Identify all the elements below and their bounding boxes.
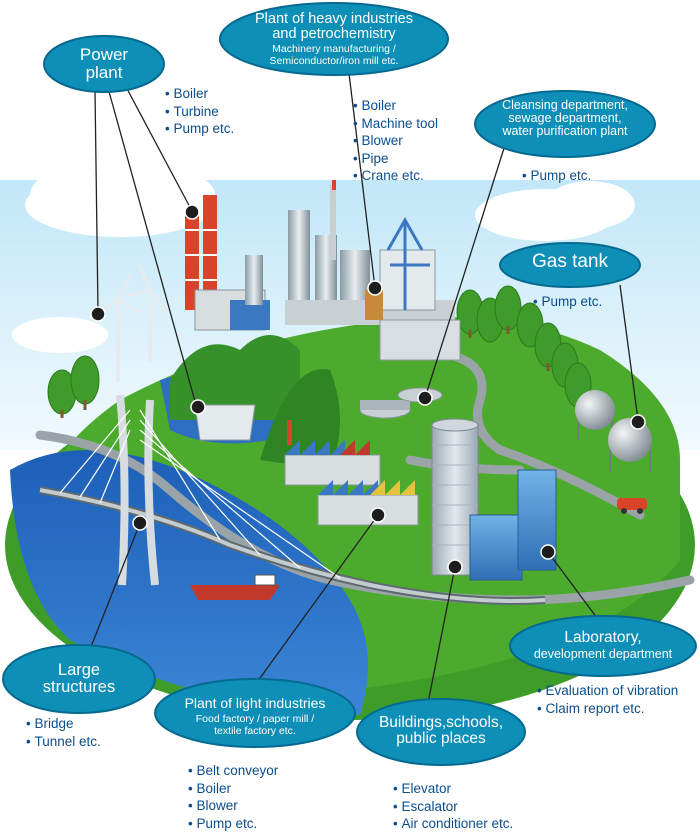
power-plant-title-1: Power	[79, 45, 129, 64]
buildings-bubble	[356, 698, 526, 766]
power-plant-structures	[185, 195, 270, 331]
power-plant-title-2: plant	[85, 62, 123, 82]
cleansing-list: Pump etc.	[522, 167, 591, 185]
light-industry-factories	[284, 420, 419, 526]
marker-water-plant	[417, 390, 433, 406]
list-item: Boiler	[188, 780, 278, 798]
cloud-low	[12, 317, 108, 353]
list-item: Machine tool	[353, 115, 438, 133]
list-item: Turbine	[165, 103, 234, 121]
laboratory-bubble	[509, 615, 697, 677]
heavy-industries-sub-1: Machinery manufacturing /	[272, 43, 396, 56]
marker-gas-tank	[630, 414, 646, 430]
large-structures-list: Bridge Tunnel etc.	[26, 715, 101, 751]
light-industries-list: Belt conveyor Boiler Blower Pump etc.	[188, 762, 278, 832]
list-item: Claim report etc.	[537, 700, 678, 718]
list-item: Air conditioner etc.	[393, 815, 513, 833]
heavy-industries-sub-2: Semiconductor/iron mill etc.	[269, 55, 399, 68]
buildings-list: Elevator Escalator Air conditioner etc.	[393, 780, 513, 833]
power-plant-bubble	[43, 35, 165, 93]
marker-dots	[90, 204, 646, 575]
list-item: Pump etc.	[188, 815, 278, 833]
marker-bridge	[132, 515, 148, 531]
light-industries-sub-2: textile factory etc.	[214, 724, 296, 737]
cleansing-label: Cleansing department, sewage department,…	[480, 98, 650, 139]
car	[617, 498, 647, 514]
heavy-industry-structures	[285, 180, 461, 361]
power-plant-label: Power plant	[54, 46, 154, 82]
list-item: Blower	[188, 797, 278, 815]
buildings-title-2: public places	[396, 730, 486, 748]
list-item: Evaluation of vibration	[537, 682, 678, 700]
light-industries-sub-1: Food factory / paper mill /	[195, 712, 315, 725]
cleansing-title-2: sewage department,	[508, 111, 622, 126]
heavy-industries-title-1: Plant of heavy industries	[255, 11, 413, 27]
list-item: Blower	[353, 132, 438, 150]
heavy-industries-title-2: and petrochemistry	[272, 26, 396, 43]
marker-heavy-industry	[367, 280, 383, 296]
gas-tank-bubble	[499, 242, 641, 288]
gas-tanks	[575, 390, 652, 472]
list-item: Elevator	[393, 780, 513, 798]
cleansing-title-1: Cleansing department,	[502, 98, 628, 112]
marker-power-plant	[184, 204, 200, 220]
gas-tank-title: Gas tank	[531, 251, 609, 272]
heavy-industries-label: Plant of heavy industries and petrochemi…	[224, 11, 444, 68]
list-item: Pump etc.	[165, 120, 234, 138]
large-structures-title-1: Large	[57, 661, 101, 679]
marker-wind-turbine	[90, 306, 106, 322]
buildings	[431, 418, 557, 581]
light-industries-title: Plant of light industries	[184, 695, 326, 711]
bridge	[39, 394, 546, 605]
list-item: Pump etc.	[522, 167, 591, 185]
trees	[47, 285, 592, 418]
laboratory-title-2: development department	[533, 647, 673, 662]
list-item: Tunnel etc.	[26, 733, 100, 751]
marker-building	[447, 559, 463, 575]
list-item: Boiler	[353, 97, 438, 115]
laboratory-title-1: Laboratory,	[564, 629, 642, 646]
light-industries-label: Plant of light industries Food factory /…	[160, 696, 350, 737]
laboratory-label: Laboratory, development department	[515, 629, 691, 662]
heavy-industries-bubble	[219, 2, 449, 76]
marker-dam	[190, 399, 206, 415]
power-plant-list: Boiler Turbine Pump etc.	[165, 85, 234, 138]
hills	[170, 335, 340, 470]
marker-light-industry	[370, 507, 386, 523]
gas-tank-list: Pump etc.	[533, 293, 602, 311]
list-item: Escalator	[393, 798, 513, 816]
large-structures-label: Large structures	[9, 661, 149, 697]
light-industries-bubble	[154, 678, 356, 748]
heavy-industries-list: Boiler Machine tool Blower Pipe Crane et…	[353, 97, 438, 185]
large-structures-title-2: structures	[42, 678, 116, 697]
ship	[190, 574, 280, 600]
leader-lines	[84, 64, 639, 704]
marker-laboratory	[540, 544, 556, 560]
buildings-title-1: Buildings,schools,	[378, 714, 504, 731]
cleansing-bubble	[474, 90, 656, 158]
buildings-label: Buildings,schools, public places	[361, 714, 521, 748]
list-item: Belt conveyor	[188, 762, 278, 780]
label-bubbles	[2, 2, 697, 766]
gas-tank-label: Gas tank	[510, 252, 630, 272]
cleansing-title-3: water purification plant	[502, 124, 628, 139]
list-item: Bridge	[26, 715, 101, 733]
list-item: Boiler	[165, 85, 234, 103]
large-structures-bubble	[2, 644, 156, 714]
list-item: Pipe	[353, 150, 438, 168]
dam	[194, 404, 256, 441]
laboratory-list: Evaluation of vibration Claim report etc…	[537, 682, 678, 717]
list-item: Pump etc.	[533, 293, 602, 311]
list-item: Crane etc.	[353, 167, 438, 185]
